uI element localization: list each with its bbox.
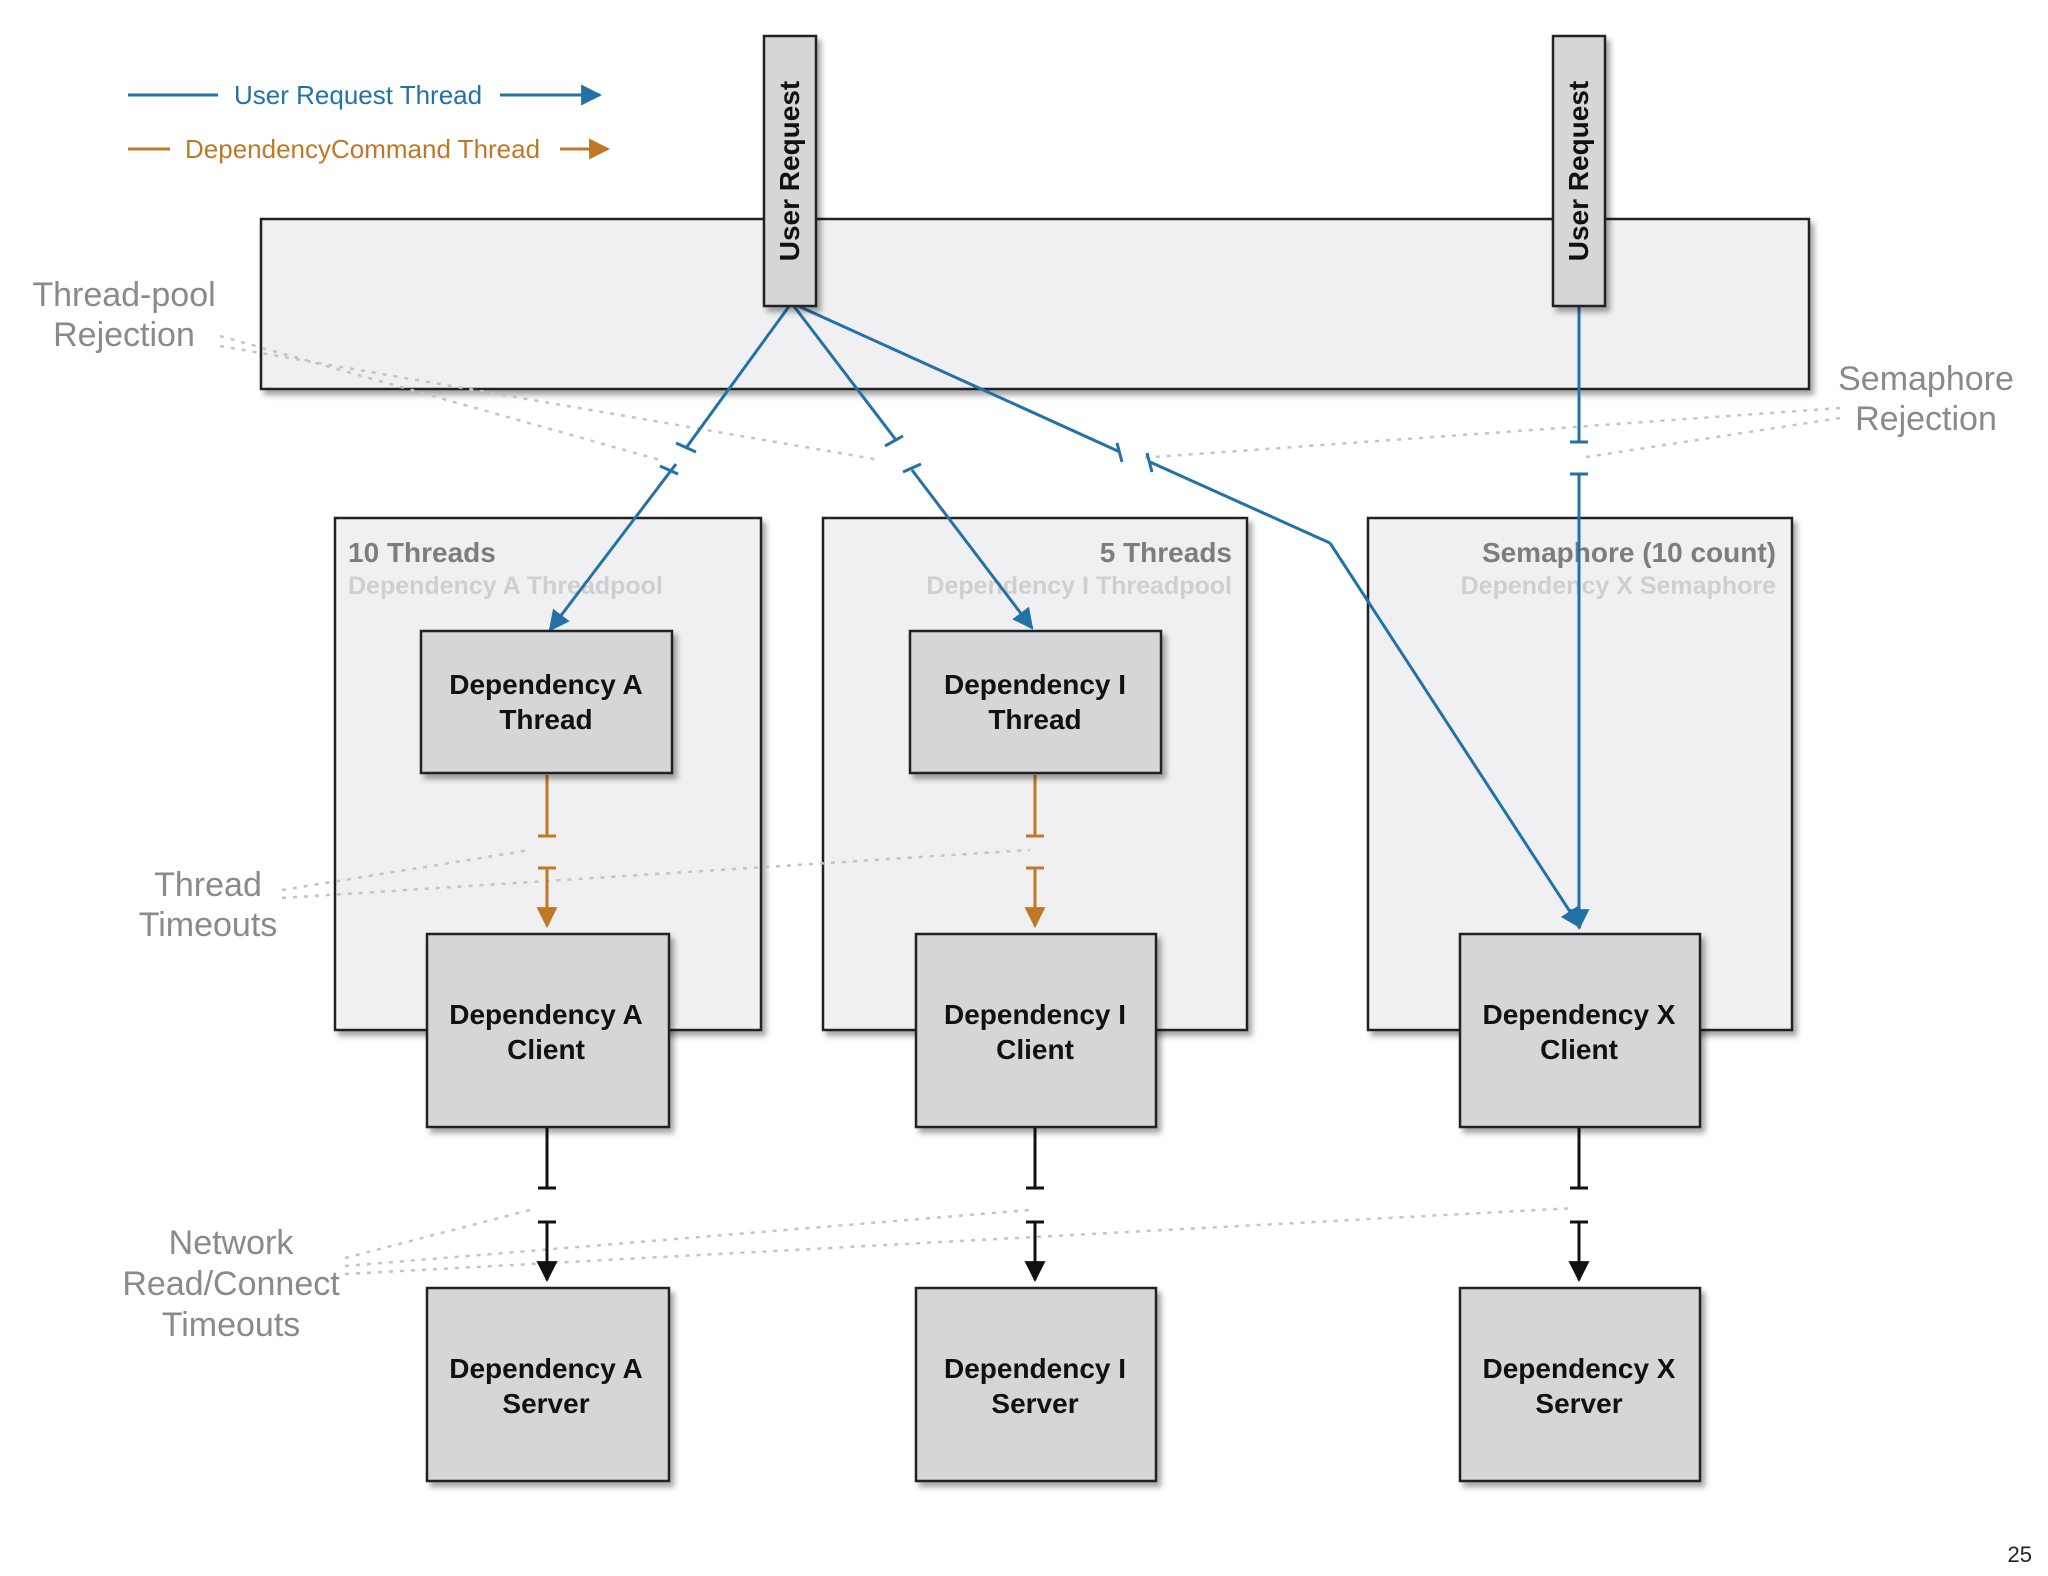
- svg-text:Read/Connect: Read/Connect: [122, 1265, 340, 1303]
- svg-text:Dependency I: Dependency I: [944, 999, 1126, 1030]
- svg-text:Server: Server: [991, 1388, 1078, 1419]
- user-request-label-1: User Request: [774, 81, 805, 262]
- pool-i-subtitle: Dependency I Threadpool: [926, 572, 1232, 600]
- svg-text:Dependency A: Dependency A: [449, 669, 642, 700]
- annotation-network-timeouts: Network Read/Connect Timeouts: [122, 1224, 340, 1344]
- box-dep-a-server: Dependency A Server: [425, 1286, 671, 1483]
- annotation-dotted-lines: [219, 334, 1841, 1276]
- svg-text:Dependency A: Dependency A: [449, 999, 642, 1030]
- svg-text:Rejection: Rejection: [1855, 400, 1997, 438]
- svg-text:Thread: Thread: [154, 866, 262, 904]
- user-request-label-2: User Request: [1563, 81, 1594, 262]
- svg-text:Dependency X: Dependency X: [1483, 999, 1676, 1030]
- user-request-flows: [548, 303, 1590, 931]
- svg-text:Semaphore: Semaphore: [1838, 360, 2014, 398]
- box-dep-i-client: Dependency I Client: [914, 932, 1158, 1129]
- svg-text:Client: Client: [1540, 1034, 1618, 1065]
- box-dep-i-server: Dependency I Server: [914, 1286, 1158, 1483]
- svg-text:Dependency X: Dependency X: [1483, 1353, 1676, 1384]
- box-dep-x-server: Dependency X Server: [1458, 1286, 1702, 1483]
- svg-text:Dependency I: Dependency I: [944, 1353, 1126, 1384]
- svg-text:Thread-pool: Thread-pool: [32, 276, 215, 314]
- pool-a-subtitle: Dependency A Threadpool: [348, 572, 663, 600]
- legend-dependency-label: DependencyCommand Thread: [185, 134, 540, 164]
- svg-text:Client: Client: [507, 1034, 585, 1065]
- svg-text:Server: Server: [1535, 1388, 1622, 1419]
- pool-i-title: 5 Threads: [1100, 537, 1232, 568]
- svg-text:Thread: Thread: [499, 704, 592, 735]
- svg-text:Client: Client: [996, 1034, 1074, 1065]
- box-dep-a-thread: Dependency A Thread: [419, 629, 674, 775]
- legend-user-request-label: User Request Thread: [234, 80, 482, 110]
- request-container: [259, 217, 1811, 391]
- user-request-bar-1: [762, 34, 818, 308]
- box-dep-x-client: Dependency X Client: [1458, 932, 1702, 1129]
- svg-text:Rejection: Rejection: [53, 316, 195, 354]
- pool-x-title: Semaphore (10 count): [1482, 537, 1776, 568]
- user-request-bar-2: [1551, 34, 1607, 308]
- legend: User Request Thread DependencyCommand Th…: [128, 80, 611, 164]
- annotation-thread-timeouts: Thread Timeouts: [139, 866, 278, 944]
- pool-x-subtitle: Dependency X Semaphore: [1461, 572, 1776, 600]
- annotation-semaphore-rejection: Semaphore Rejection: [1838, 360, 2014, 438]
- box-dep-a-client: Dependency A Client: [425, 932, 671, 1129]
- annotation-threadpool-rejection: Thread-pool Rejection: [32, 276, 215, 354]
- svg-text:Timeouts: Timeouts: [139, 906, 278, 944]
- svg-text:Thread: Thread: [988, 704, 1081, 735]
- svg-text:Server: Server: [502, 1388, 589, 1419]
- dependency-command-flows: [536, 775, 1046, 929]
- pool-a-title: 10 Threads: [348, 537, 496, 568]
- svg-text:Dependency I: Dependency I: [944, 669, 1126, 700]
- svg-text:Network: Network: [169, 1224, 295, 1262]
- page-number: 25: [2008, 1542, 2032, 1567]
- svg-text:Timeouts: Timeouts: [162, 1306, 301, 1344]
- box-dep-i-thread: Dependency I Thread: [908, 629, 1163, 775]
- network-flows: [536, 1128, 1590, 1283]
- svg-text:Dependency A: Dependency A: [449, 1353, 642, 1384]
